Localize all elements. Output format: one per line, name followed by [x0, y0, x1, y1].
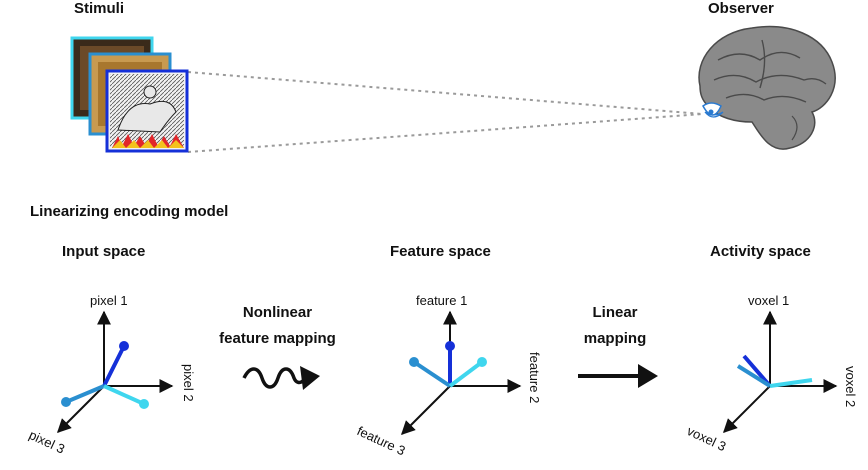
eye-icon	[702, 102, 724, 118]
activity-space-title: Activity space	[710, 243, 811, 260]
feature-space-axes: feature 1 feature 2 feature 3	[355, 293, 542, 458]
input-space-title: Input space	[62, 243, 146, 260]
nonlinear-mapping-line1: Nonlinear	[242, 304, 313, 321]
input-space-axes: pixel 1 pixel 2 pixel 3	[27, 293, 196, 457]
nonlinear-mapping-label: Nonlinear feature mapping	[205, 300, 350, 352]
sightline-top	[187, 71, 703, 115]
stimuli-stack	[70, 36, 189, 153]
linear-mapping-label: Linear mapping	[570, 300, 660, 352]
feature-2-label: feature 2	[527, 352, 542, 403]
brain-image	[698, 25, 836, 150]
nonlinear-mapping-arrow	[242, 366, 320, 390]
pixel-2-label: pixel 2	[181, 364, 196, 402]
feature-3-label: feature 3	[355, 423, 408, 458]
voxel-1-label: voxel 1	[748, 293, 789, 308]
pixel-1-label: pixel 1	[90, 293, 128, 308]
observer-label: Observer	[708, 0, 774, 17]
voxel-3-label: voxel 3	[685, 423, 729, 454]
pixel-3-label: pixel 3	[27, 427, 67, 456]
activity-space-axes: voxel 1 voxel 2 voxel 3	[685, 293, 858, 454]
linear-mapping-line1: Linear	[592, 304, 638, 321]
feature-space-title: Feature space	[390, 243, 491, 260]
feature-1-label: feature 1	[416, 293, 467, 308]
linear-mapping-line2: mapping	[583, 330, 647, 347]
model-title: Linearizing encoding model	[30, 203, 229, 220]
nonlinear-mapping-line2: feature mapping	[219, 330, 336, 347]
stimuli-label: Stimuli	[74, 0, 125, 17]
linear-mapping-arrow	[578, 364, 658, 388]
stimulus-image-front	[105, 69, 189, 153]
voxel-2-label: voxel 2	[843, 366, 858, 407]
sightline-bottom	[187, 113, 703, 153]
